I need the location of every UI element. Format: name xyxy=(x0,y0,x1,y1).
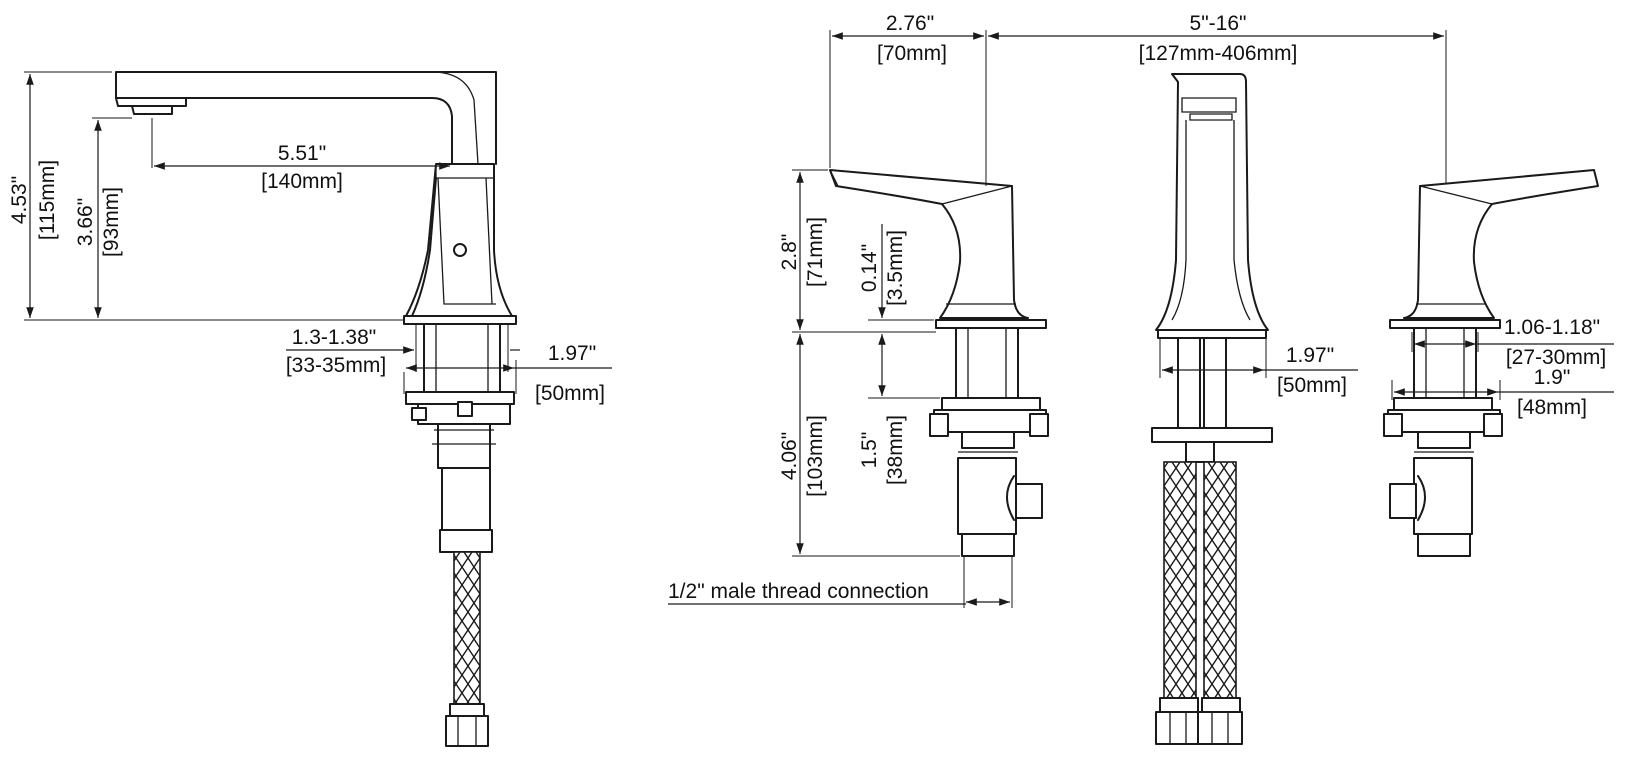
label-valve-base-mm: [48mm] xyxy=(1517,396,1587,419)
label-spout-height-mm: [93mm] xyxy=(100,187,123,257)
label-spout-base-mm: [50mm] xyxy=(1277,374,1347,397)
label-height-total-mm: [115mm] xyxy=(36,160,59,240)
front-view-right-handle xyxy=(1383,169,1599,557)
label-valve-hole-mm: [27-30mm] xyxy=(1506,346,1606,369)
side-body-hole xyxy=(453,243,467,257)
side-hose xyxy=(453,551,481,705)
front-view-spout xyxy=(1151,73,1273,745)
label-valve-base: 1.9" xyxy=(1534,366,1571,389)
front-hose-left xyxy=(1163,461,1197,699)
label-hole-size: 1.3-1.38" xyxy=(292,326,377,349)
label-handle-offset-mm: [70mm] xyxy=(877,42,947,65)
label-max-deck: 1.5" xyxy=(858,432,881,469)
label-spout-reach-mm: [140mm] xyxy=(261,170,343,193)
label-max-deck-mm: [38mm] xyxy=(884,415,907,485)
label-handle-height: 2.8" xyxy=(778,234,801,271)
label-spread-mm: [127mm-406mm] xyxy=(1139,42,1298,65)
label-spout-base: 1.97" xyxy=(1286,344,1334,367)
front-view-left-handle xyxy=(829,169,1049,557)
side-spout xyxy=(115,71,497,165)
side-base-plate xyxy=(403,315,517,325)
label-height-total: 4.53" xyxy=(8,176,31,224)
label-spout-reach: 5.51" xyxy=(278,142,326,165)
front-hose-right xyxy=(1203,461,1237,699)
side-body xyxy=(405,163,513,317)
side-view-faucet xyxy=(115,71,517,747)
label-handle-offset: 2.76" xyxy=(886,12,934,35)
side-view-dimensions xyxy=(24,71,612,394)
label-handle-height-mm: [71mm] xyxy=(804,217,827,287)
label-shank-length: 4.06" xyxy=(778,432,801,480)
label-connection-note: 1/2" male thread connection xyxy=(668,580,929,603)
label-spout-height: 3.66" xyxy=(74,198,97,246)
label-spread: 5"-16" xyxy=(1190,12,1247,35)
label-base-diameter-mm: [50mm] xyxy=(535,382,605,405)
label-valve-hole: 1.06-1.18" xyxy=(1504,316,1600,339)
label-base-diameter: 1.97" xyxy=(548,342,596,365)
label-base-thickness: 0.14" xyxy=(858,244,881,292)
front-view-dimensions xyxy=(668,30,1614,608)
label-shank-length-mm: [103mm] xyxy=(804,415,827,497)
label-base-thickness-mm: [3.5mm] xyxy=(884,230,907,306)
label-hole-size-mm: [33-35mm] xyxy=(286,354,386,377)
